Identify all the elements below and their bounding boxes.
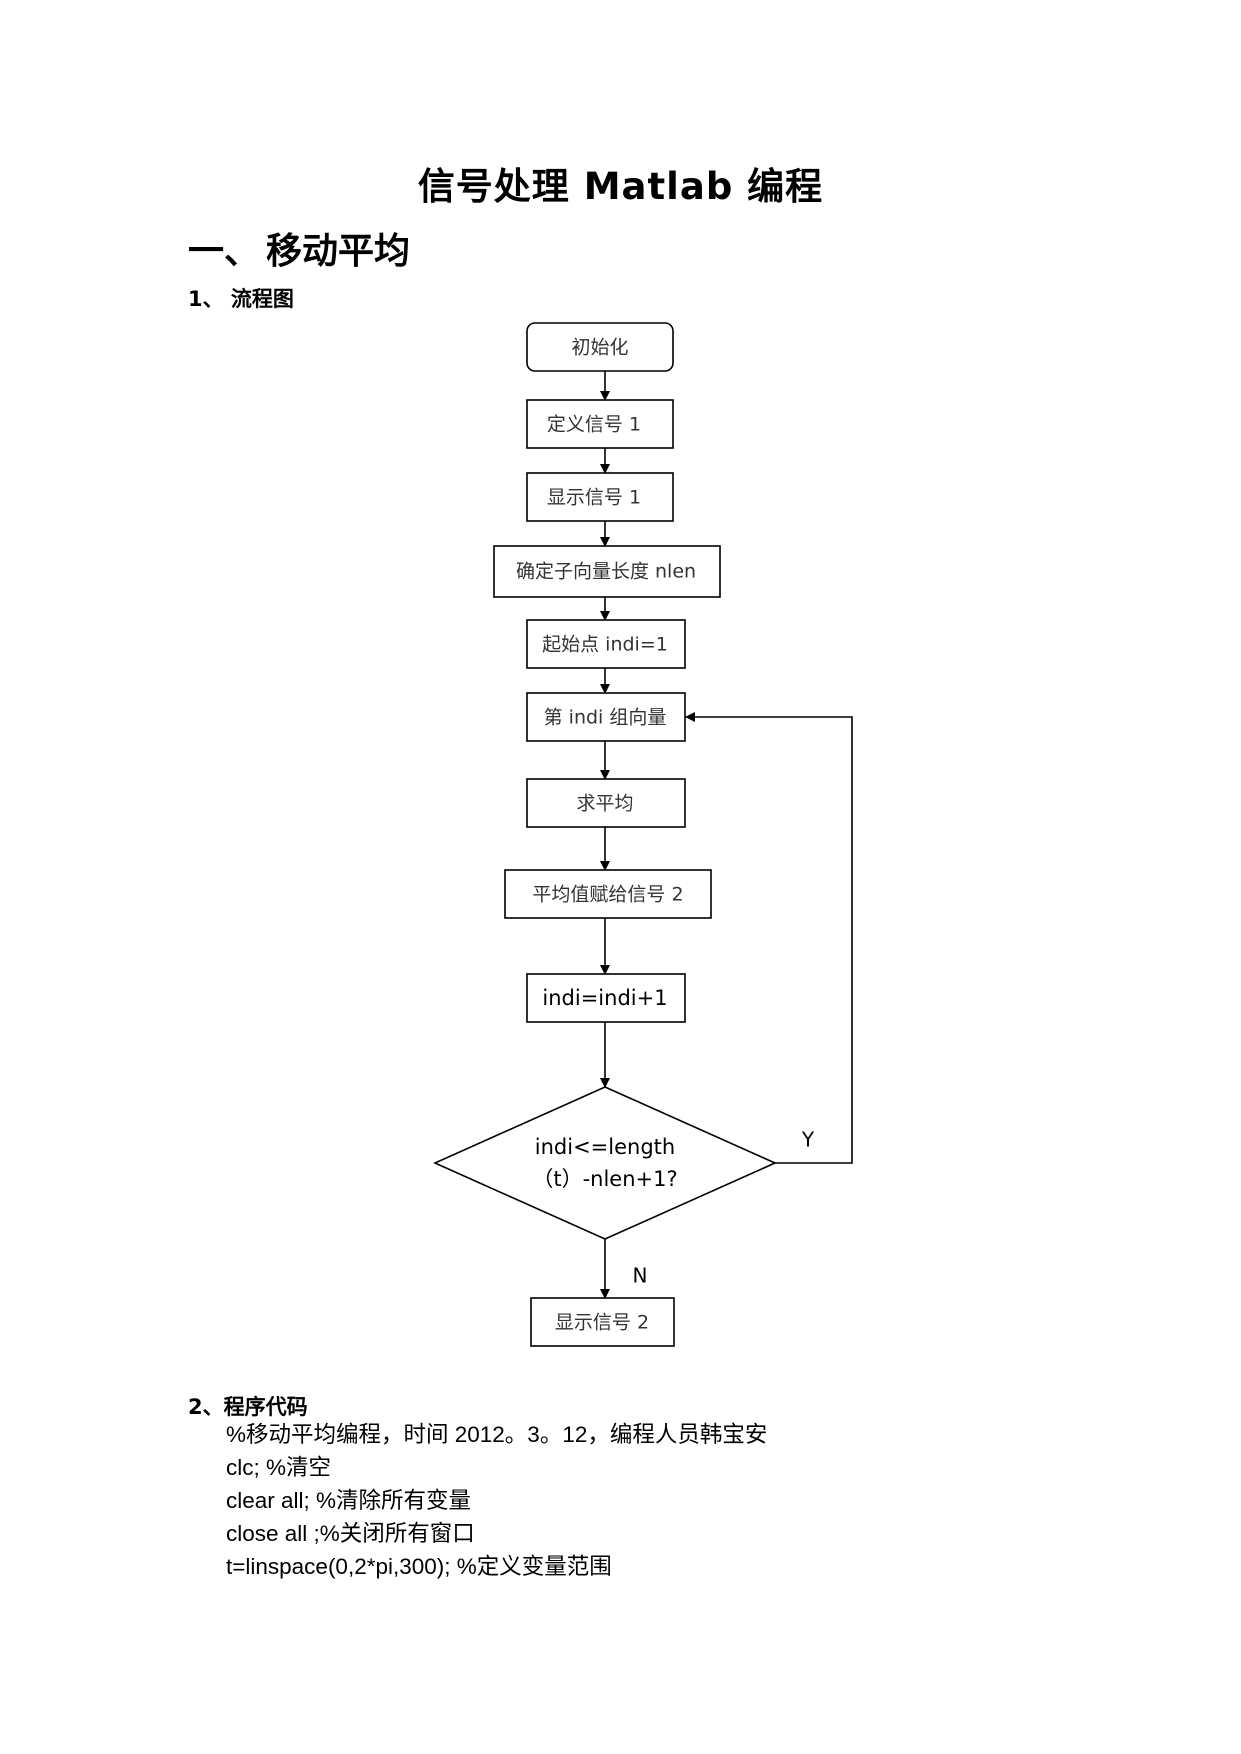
step-increment — [526, 973, 686, 1023]
step-vector-group-label: 第 indi 组向量 — [544, 707, 667, 729]
step-define-signal1-label: 定义信号 1 — [547, 414, 641, 436]
step-define-signal1 — [526, 399, 674, 449]
step-average-label: 求平均 — [576, 793, 633, 815]
step-subvector-length-label: 确定子向量长度 nlen — [516, 561, 696, 583]
document-title: 信号处理 Matlab 编程 — [417, 165, 824, 208]
decision-label-line2: （t）-nlen+1? — [532, 1167, 677, 1191]
code-line: clear all; %清除所有变量 — [226, 1488, 472, 1513]
step-vector-group — [526, 692, 686, 742]
flowchart: 初始化 定义信号 1 显示信号 1 确定子向量长度 nlen 起始点 indi=… — [433, 322, 853, 1347]
step-start-index-label: 起始点 indi=1 — [542, 634, 668, 656]
no-branch-label: N — [633, 1264, 648, 1288]
code-line: t=linspace(0,2*pi,300); %定义变量范围 — [226, 1554, 612, 1579]
step-assign-signal2-label: 平均值赋给信号 2 — [532, 884, 683, 906]
decision-node — [433, 1086, 777, 1240]
start-node — [526, 322, 674, 372]
step-start-index — [526, 619, 686, 669]
decision-label-line1: indi<=length — [535, 1135, 675, 1159]
section-number: 一、 — [188, 231, 261, 272]
code-line: close all ;%关闭所有窗口 — [226, 1521, 475, 1546]
section-title: 移动平均 — [266, 231, 411, 272]
step-increment-label: indi=indi+1 — [542, 986, 667, 1010]
step-subvector-length — [493, 545, 721, 598]
code-block: %移动平均编程，时间 2012。3。12，编程人员韩宝安 clc; %清空 cl… — [226, 1418, 767, 1583]
section-heading: 一、移动平均 — [188, 222, 410, 274]
step-show-signal1 — [526, 472, 674, 522]
subheading-code: 2、程序代码 — [188, 1395, 308, 1419]
end-node — [530, 1297, 675, 1347]
loop-back-arrow — [685, 712, 853, 1164]
code-line: %移动平均编程，时间 2012。3。12，编程人员韩宝安 — [226, 1422, 768, 1447]
end-node-label: 显示信号 2 — [555, 1312, 649, 1334]
yes-branch-label: Y — [801, 1128, 815, 1152]
code-line: clc; %清空 — [226, 1455, 332, 1480]
start-node-label: 初始化 — [571, 337, 628, 359]
step-average — [526, 778, 686, 828]
step-show-signal1-label: 显示信号 1 — [547, 487, 641, 509]
subheading-flowchart: 1、 流程图 — [188, 287, 294, 311]
